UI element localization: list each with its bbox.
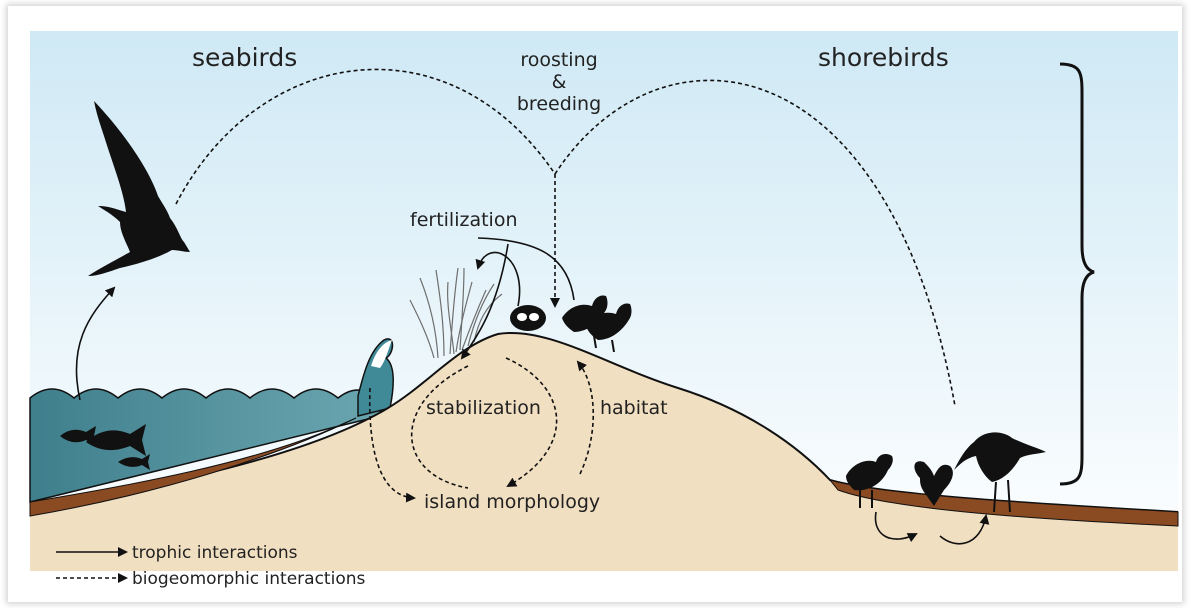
shorebirds-label: shorebirds xyxy=(818,43,949,72)
diagram-frame: seabirds shorebirds roosting & breeding … xyxy=(8,6,1182,602)
breeding-label: breeding xyxy=(517,93,601,115)
trophic-legend-label: trophic interactions xyxy=(132,543,298,563)
roosting-label: roosting xyxy=(520,49,597,71)
habitat-label: habitat xyxy=(600,397,668,419)
island-ecosystem-diagram: seabirds shorebirds roosting & breeding … xyxy=(8,6,1182,602)
island-morphology-label: island morphology xyxy=(424,491,600,513)
ampersand-label: & xyxy=(552,71,567,93)
stabilization-label: stabilization xyxy=(426,397,541,419)
biogeomorphic-legend-label: biogeomorphic interactions xyxy=(132,569,365,589)
seabirds-label: seabirds xyxy=(192,43,297,72)
fertilization-label: fertilization xyxy=(410,209,518,231)
nest-icon xyxy=(510,305,546,331)
